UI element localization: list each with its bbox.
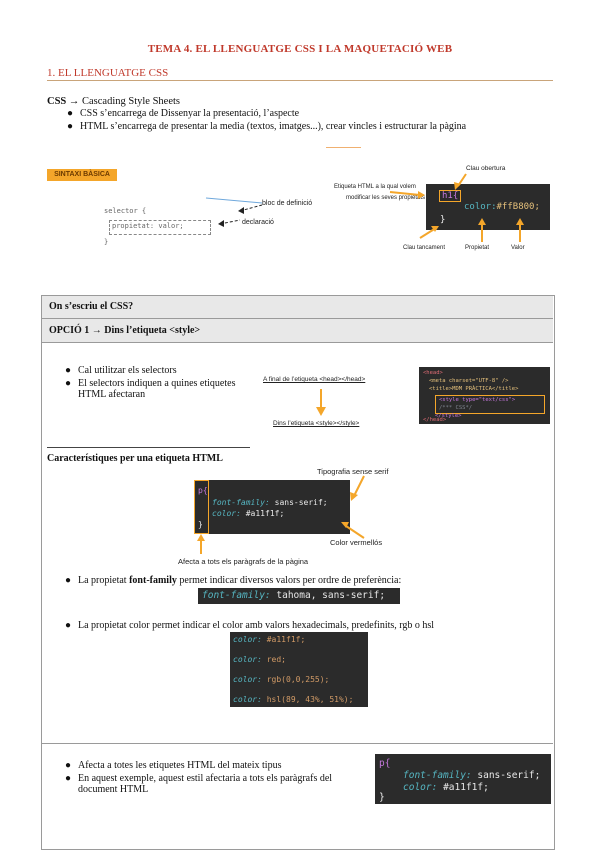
section-heading: 1. EL LLENGUATGE CSS <box>47 67 169 79</box>
syntax-code: selector { propietat: valor; } <box>104 205 216 249</box>
bottom-bullet: ●Afecta a totes les etiquetes HTML del m… <box>64 760 282 771</box>
font-family-code: font-family: tahoma, sans-serif; <box>198 588 400 604</box>
code-line: </head> <box>423 417 447 423</box>
code-line: p{ <box>379 758 391 769</box>
code-line: propietat: valor; <box>112 222 184 230</box>
p-code: p{ font-family: sans-serif; color: #a11f… <box>194 480 350 534</box>
css-definition: CSS → Cascading Style Sheets <box>47 96 180 107</box>
label-open-brace: Clau obertura <box>466 165 506 172</box>
bottom-p-code: p{ font-family: sans-serif; color: #a11f… <box>375 754 551 804</box>
flow-arrow <box>316 389 326 416</box>
option-bullet: ●El selectors indiquen a quines etiquete… <box>64 378 236 400</box>
code-line: } <box>198 520 203 529</box>
option1-row: OPCIÓ 1 → Dins l’etiqueta <style> <box>42 319 553 342</box>
intro-bullet: ●HTML s’encarrega de presentar la media … <box>66 121 467 132</box>
code-line: font-family: sans-serif; <box>403 770 541 781</box>
code-line: color: red; <box>233 655 286 664</box>
code-line: <style type="text/css"> <box>439 397 516 403</box>
code-line: <meta charset="UTF-8" /> <box>429 378 509 384</box>
h1-code-example: h1{ color:#ffB800; } <box>426 184 550 230</box>
label-declaration: declaració <box>242 219 274 226</box>
row-divider <box>42 342 553 343</box>
code-line: color: #a11f1f; <box>403 782 489 793</box>
html-tag-arrow <box>389 191 425 199</box>
h1-declaration: color:#ffB800; <box>464 202 540 212</box>
code-line: color: #a11f1f; <box>212 509 285 518</box>
code-line: /*** CSS*/ <box>439 405 473 411</box>
color-bullet: ●La propietat color permet indicar el co… <box>64 620 435 631</box>
p-code-arrows <box>197 475 365 554</box>
features-heading: Característiques per una etiqueta HTML <box>47 453 223 464</box>
code-line: } <box>379 792 385 803</box>
head-code: <head> <meta charset="UTF-8" /> <title>M… <box>419 367 550 424</box>
code-line: <head> <box>423 370 443 376</box>
css-expansion: Cascading Style Sheets <box>82 96 181 107</box>
syntax-arrows <box>205 197 263 227</box>
close-brace: } <box>440 215 446 225</box>
label-font: Tipografia sense serif <box>317 467 389 476</box>
label-color: Color vermellós <box>330 538 383 547</box>
style-highlight <box>435 395 545 414</box>
declaration-box <box>109 220 211 235</box>
label-html-tag: Etiqueta HTML a la qual volem <box>334 184 416 190</box>
font-family-bullet: ●La propietat font-family permet indicar… <box>64 575 402 586</box>
intro-bullet: ●CSS s’encarrega de Dissenyar la present… <box>66 108 300 119</box>
label-value: Valor <box>511 245 525 251</box>
code-line: p{ <box>198 486 208 495</box>
divider <box>326 147 361 148</box>
label-property: Propietat <box>465 245 490 251</box>
divider <box>47 447 250 448</box>
p-bracket-highlight <box>194 480 209 534</box>
label-html-tag-2: modificar les seves propietats <box>346 195 426 201</box>
selector-h1: h1{ <box>439 190 462 202</box>
flow-bottom: Dins l’etiqueta <style></style> <box>273 420 360 427</box>
label-all-paragraphs: Afecta a tots els paràgrafs de la pàgina <box>178 557 309 566</box>
flow-top: A final de l’etiqueta <head></head> <box>263 376 366 383</box>
code-line: color: hsl(89, 43%, 51%); <box>233 695 354 704</box>
h1-example-arrows <box>419 173 524 242</box>
code-line: color: rgb(0,0,255); <box>233 675 330 684</box>
row-divider <box>42 743 553 744</box>
document-title: TEMA 4. EL LLENGUATGE CSS I LA MAQUETACI… <box>147 43 453 55</box>
label-block: bloc de definició <box>262 200 313 207</box>
label-close-brace: Clau tancament <box>403 245 446 251</box>
table-heading-row: On s’escriu el CSS? <box>42 296 553 318</box>
color-examples-code: color: #a11f1f; color: red; color: rgb(0… <box>230 632 368 707</box>
section-rule <box>47 80 553 81</box>
bottom-bullet: ●En aquest exemple, aquest estil afectar… <box>64 773 333 795</box>
code-line: color: #a11f1f; <box>233 635 306 644</box>
code-line: </style> <box>435 413 462 419</box>
code-line: font-family: sans-serif; <box>212 498 328 507</box>
code-line: selector { <box>104 207 147 215</box>
table-heading: On s’escriu el CSS? <box>49 301 134 312</box>
css-term: CSS <box>47 96 67 107</box>
option1-heading: OPCIÓ 1 → Dins l’etiqueta <style> <box>49 325 201 336</box>
code-line: } <box>104 238 109 246</box>
row-divider <box>42 318 553 319</box>
option-bullet: ●Cal utilitzar els selectors <box>64 365 177 376</box>
syntax-badge: SINTAXI BÀSICA <box>47 169 117 181</box>
code-line: <title>MDM PRÀCTICA</title> <box>429 386 519 392</box>
arrow: → <box>68 96 80 107</box>
